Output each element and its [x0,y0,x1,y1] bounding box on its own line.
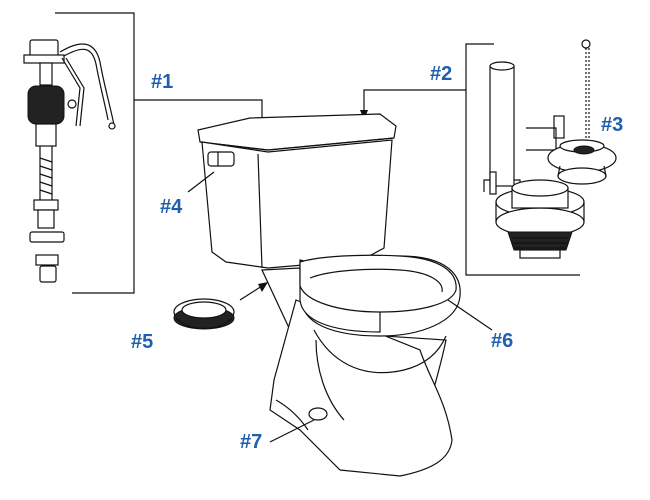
label-part-2: #2 [430,63,452,85]
flapper [526,39,617,185]
label-part-6: #6 [491,330,513,352]
wax-ring [173,298,235,330]
trip-lever [207,151,235,167]
leader-part-4 [187,171,215,193]
toilet-bowl [261,254,461,477]
label-part-4: #4 [160,196,183,218]
label-part-7: #7 [240,431,262,453]
leader-part-7 [269,419,315,443]
label-part-1: #1 [151,71,173,93]
arrow-part-5 [258,282,268,292]
leader-part-1 [134,99,263,122]
label-part-3: #3 [601,114,623,136]
bracket-part-1 [55,12,135,294]
leader-part-5 [239,285,263,301]
leader-part-6 [447,299,493,331]
fill-valve [23,39,116,283]
bracket-part-2 [465,43,580,276]
leader-part-2 [363,89,466,112]
label-part-5: #5 [131,331,153,353]
flush-valve [483,61,585,259]
toilet-tank [197,113,397,269]
